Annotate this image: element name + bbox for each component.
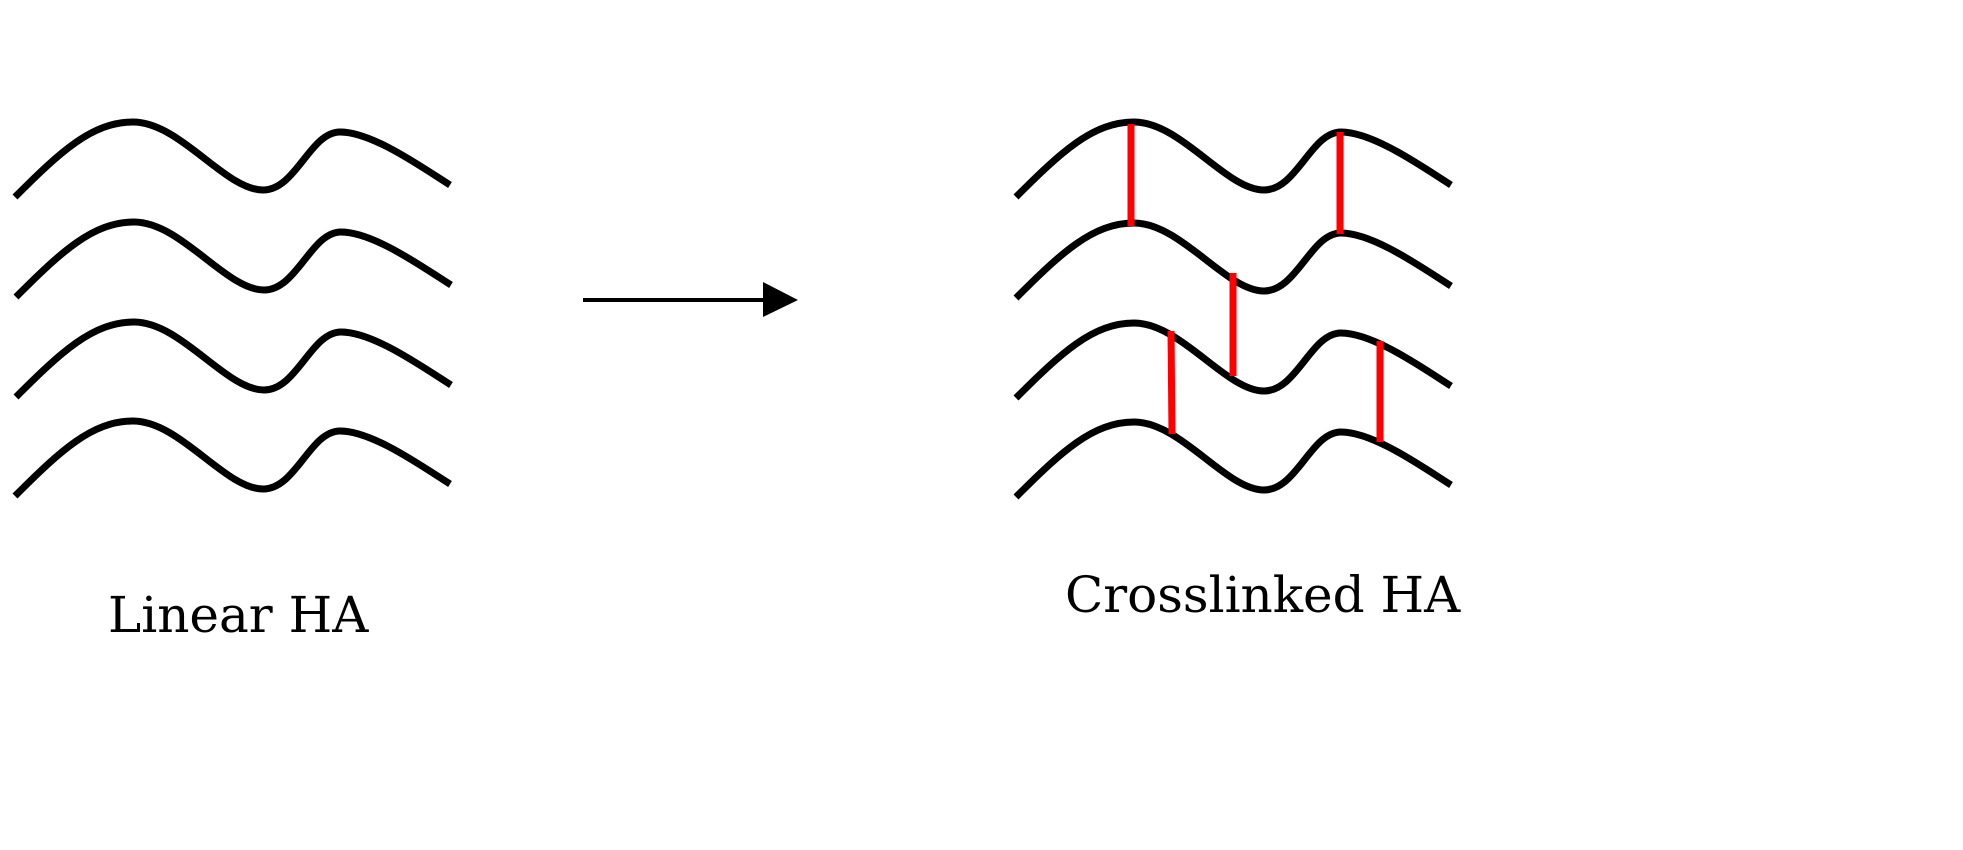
polymer-chain	[15, 122, 450, 197]
crosslinked-ha-label: Crosslinked HA	[1065, 566, 1461, 624]
reaction-arrow	[583, 282, 798, 317]
polymer-chain	[1016, 122, 1451, 197]
crosslink	[1167, 330, 1176, 435]
crosslinked-ha-group	[1016, 122, 1451, 497]
linear-ha-group	[15, 122, 451, 496]
linear-ha-label: Linear HA	[108, 586, 369, 644]
polymer-chain	[1016, 422, 1451, 497]
polymer-chain	[16, 322, 451, 397]
polymer-chain	[16, 222, 451, 297]
polymer-chain	[15, 421, 450, 496]
crosslinks	[1127, 124, 1384, 442]
arrow-head-icon	[763, 282, 798, 317]
